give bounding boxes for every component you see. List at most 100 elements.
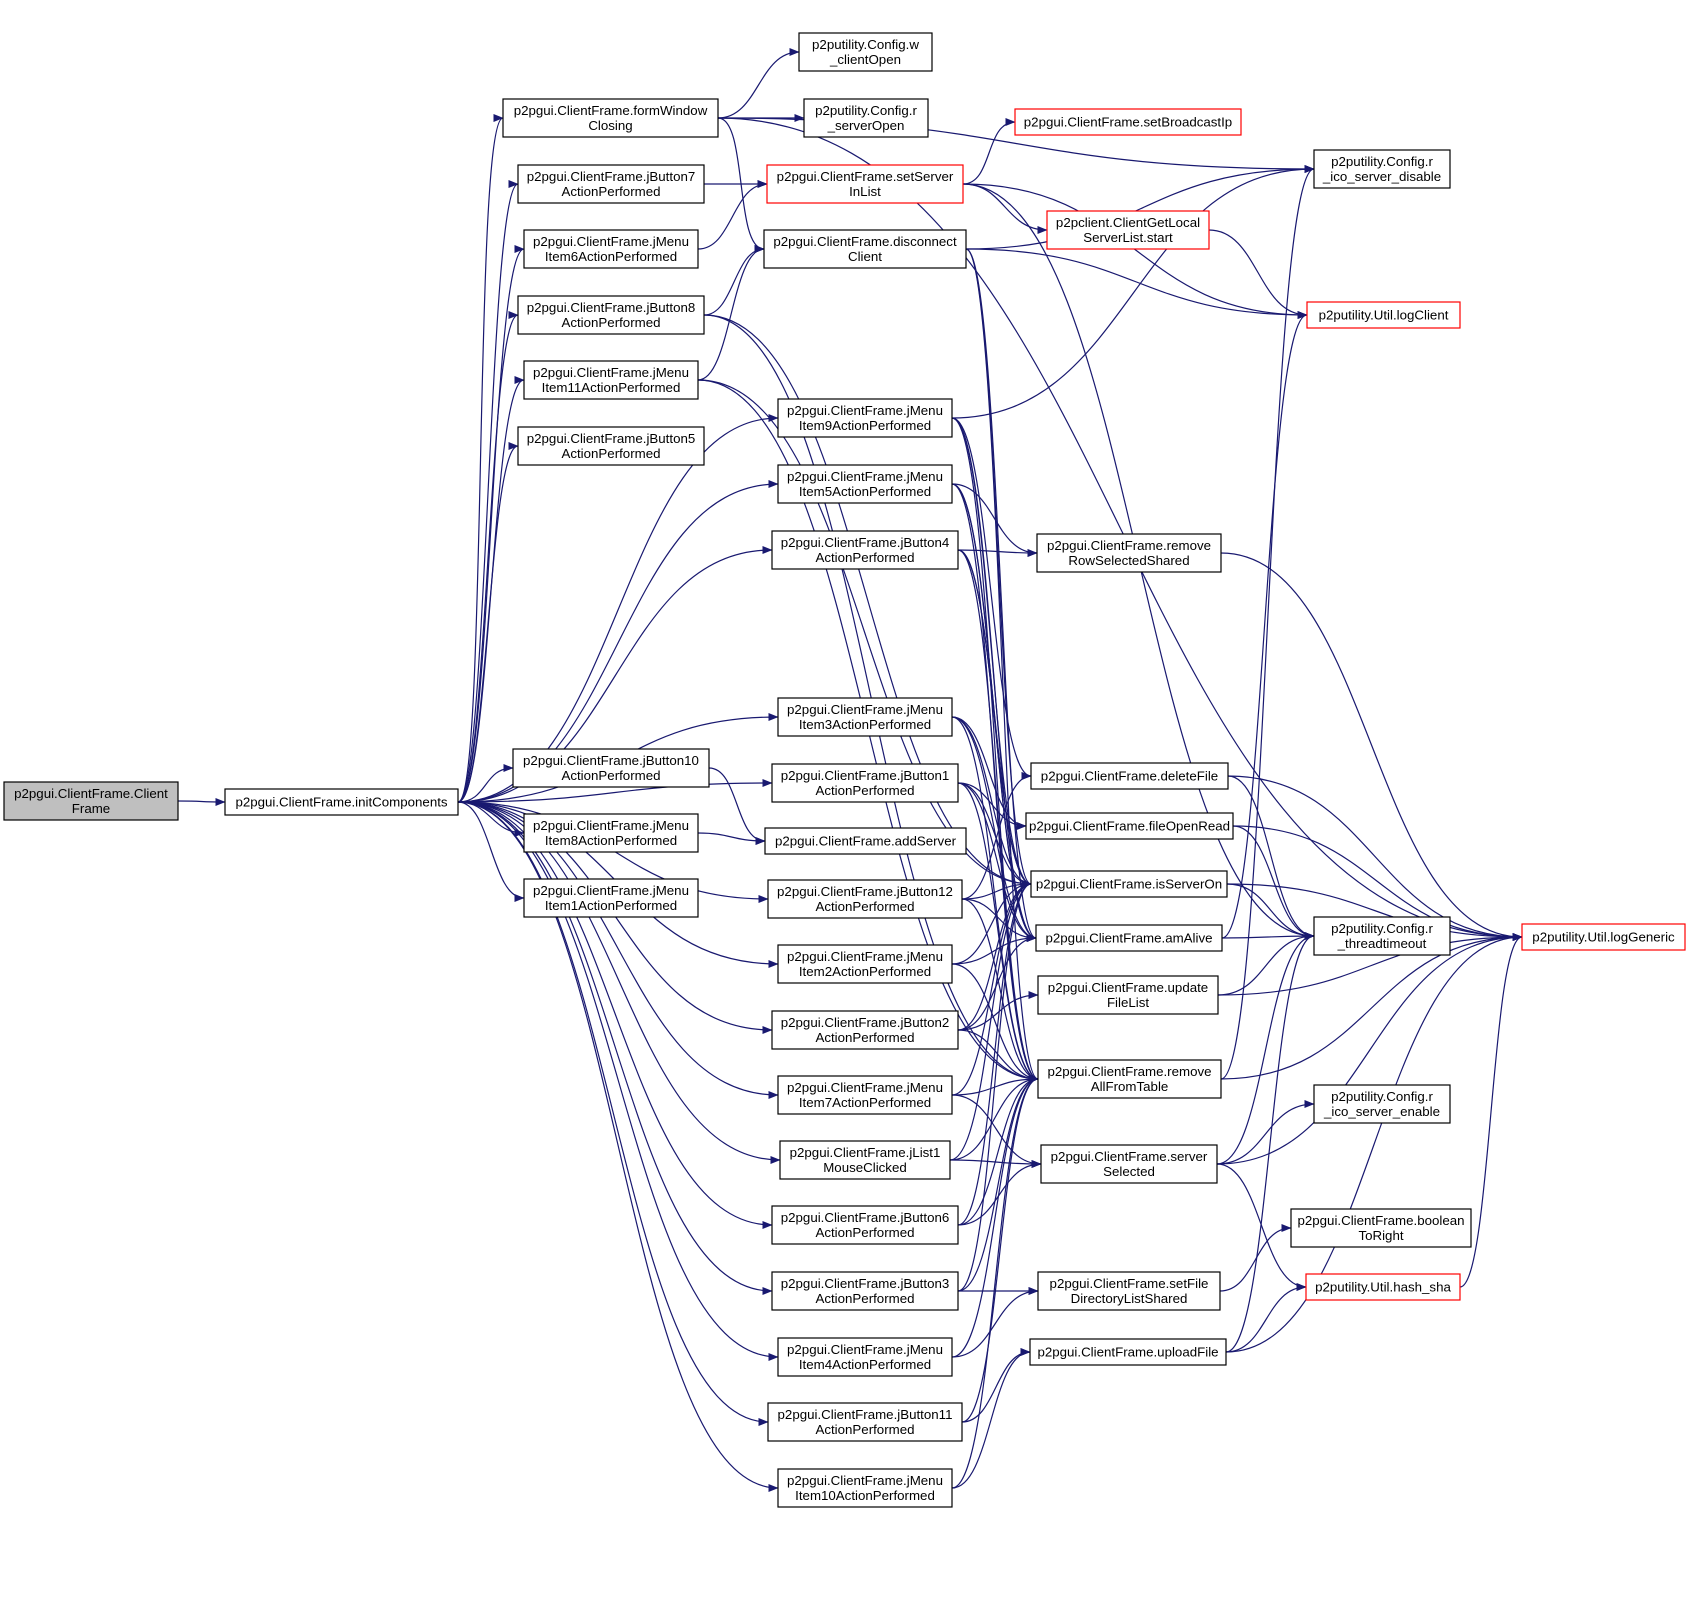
node-jbutton5[interactable]: p2pgui.ClientFrame.jButton5ActionPerform… <box>517 426 705 466</box>
edge-setfiledirectorylistshared-to-booleantoright <box>1219 1224 1292 1292</box>
node-jmenuitem11[interactable]: p2pgui.ClientFrame.jMenuItem11ActionPerf… <box>523 360 699 400</box>
node-setfiledirectorylistshared[interactable]: p2pgui.ClientFrame.setFileDirectoryListS… <box>1037 1271 1221 1311</box>
edge-jmenuitem6-to-setserverinlist <box>697 180 768 250</box>
edge-jmenuitem3-to-isserveron <box>951 716 1032 888</box>
node-jmenuitem10[interactable]: p2pgui.ClientFrame.jMenuItem10ActionPerf… <box>777 1468 953 1508</box>
node-removerowselectedshared[interactable]: p2pgui.ClientFrame.removeRowSelectedShar… <box>1036 533 1222 573</box>
edge-jmenuitem4-to-setfiledirectorylistshared <box>951 1287 1039 1358</box>
node-label-line: p2pgui.ClientFrame.jMenu <box>533 234 689 249</box>
edge-serverselected-to-config-r-threadtimeout <box>1216 932 1315 1165</box>
node-util-loggeneric[interactable]: p2putility.Util.logGeneric <box>1521 923 1686 951</box>
node-label-line: Client <box>848 249 882 264</box>
edge-jbutton2-to-amalive <box>957 934 1037 1031</box>
node-util-logclient[interactable]: p2putility.Util.logClient <box>1306 301 1461 329</box>
node-label-line: p2pgui.ClientFrame.setBroadcastIp <box>1024 115 1232 130</box>
edge-jmenuitem9-to-deletefile <box>951 417 1032 780</box>
node-label-line: ActionPerformed <box>561 184 660 199</box>
edge-clientgetlocalserverlist-to-util-logclient <box>1208 229 1308 319</box>
node-jmenuitem2[interactable]: p2pgui.ClientFrame.jMenuItem2ActionPerfo… <box>777 944 953 984</box>
node-jbutton1[interactable]: p2pgui.ClientFrame.jButton1ActionPerform… <box>771 763 959 803</box>
node-label-line: Item1ActionPerformed <box>545 898 677 913</box>
node-jbutton12[interactable]: p2pgui.ClientFrame.jButton12ActionPerfor… <box>767 879 963 919</box>
node-label-line: ActionPerformed <box>815 1030 914 1045</box>
node-box <box>1037 975 1219 1015</box>
node-box <box>1313 916 1451 956</box>
node-jbutton7[interactable]: p2pgui.ClientFrame.jButton7ActionPerform… <box>517 164 705 204</box>
node-jmenuitem1[interactable]: p2pgui.ClientFrame.jMenuItem1ActionPerfo… <box>523 878 699 918</box>
edge-jlist1-to-isserveron <box>949 880 1032 1161</box>
edge-initcomponents-to-jbutton3 <box>457 801 773 1295</box>
node-uploadfile[interactable]: p2pgui.ClientFrame.uploadFile <box>1029 1338 1227 1366</box>
edge-jmenuitem3-to-fileopenread <box>951 716 1027 830</box>
node-config-r-ico-server-enable[interactable]: p2putility.Config.r_ico_server_enable <box>1313 1084 1451 1124</box>
edge-jbutton1-to-fileopenread <box>957 782 1027 830</box>
node-config-r-ico-server-disable[interactable]: p2putility.Config.r_ico_server_disable <box>1313 149 1451 189</box>
node-label-line: p2pgui.ClientFrame.amAlive <box>1045 931 1212 946</box>
node-box <box>523 229 699 269</box>
node-clientframe[interactable]: p2pgui.ClientFrame.ClientFrame <box>3 781 179 821</box>
node-jmenuitem6[interactable]: p2pgui.ClientFrame.jMenuItem6ActionPerfo… <box>523 229 699 269</box>
edges-layer <box>177 48 1523 1492</box>
edge-initcomponents-to-jbutton1 <box>457 779 773 803</box>
node-amalive[interactable]: p2pgui.ClientFrame.amAlive <box>1035 924 1223 952</box>
node-jbutton2[interactable]: p2pgui.ClientFrame.jButton2ActionPerform… <box>771 1010 959 1050</box>
node-label-line: p2pgui.ClientFrame.addServer <box>775 834 957 849</box>
edge-initcomponents-to-jbutton6 <box>457 801 773 1229</box>
node-jmenuitem4[interactable]: p2pgui.ClientFrame.jMenuItem4ActionPerfo… <box>777 1337 953 1377</box>
node-box <box>1306 301 1461 329</box>
node-jmenuitem7[interactable]: p2pgui.ClientFrame.jMenuItem7ActionPerfo… <box>777 1075 953 1115</box>
node-box <box>1040 1144 1218 1184</box>
node-jmenuitem3[interactable]: p2pgui.ClientFrame.jMenuItem3ActionPerfo… <box>777 697 953 737</box>
node-jbutton4[interactable]: p2pgui.ClientFrame.jButton4ActionPerform… <box>771 530 959 570</box>
node-label-line: p2pgui.ClientFrame.server <box>1051 1149 1208 1164</box>
edge-jbutton1-to-amalive <box>957 782 1037 942</box>
node-jbutton10[interactable]: p2pgui.ClientFrame.jButton10ActionPerfor… <box>512 748 710 788</box>
node-isserveron[interactable]: p2pgui.ClientFrame.isServerOn <box>1030 870 1228 898</box>
node-fileopenread[interactable]: p2pgui.ClientFrame.fileOpenRead <box>1025 812 1234 840</box>
edge-initcomponents-to-jbutton7 <box>457 180 519 803</box>
edge-jmenuitem11-to-disconnectclient <box>697 245 765 381</box>
node-config-r-threadtimeout[interactable]: p2putility.Config.r_threadtimeout <box>1313 916 1451 956</box>
node-deletefile[interactable]: p2pgui.ClientFrame.deleteFile <box>1030 762 1229 790</box>
node-jmenuitem8[interactable]: p2pgui.ClientFrame.jMenuItem8ActionPerfo… <box>523 813 699 853</box>
node-jbutton3[interactable]: p2pgui.ClientFrame.jButton3ActionPerform… <box>771 1271 959 1311</box>
edge-deletefile-to-config-r-threadtimeout <box>1227 775 1315 940</box>
node-jmenuitem5[interactable]: p2pgui.ClientFrame.jMenuItem5ActionPerfo… <box>777 464 953 504</box>
node-setbroadcastip[interactable]: p2pgui.ClientFrame.setBroadcastIp <box>1014 108 1242 136</box>
node-label-line: p2pgui.ClientFrame.jMenu <box>533 365 689 380</box>
node-box <box>767 879 963 919</box>
node-jbutton8[interactable]: p2pgui.ClientFrame.jButton8ActionPerform… <box>517 295 705 335</box>
edge-jmenuitem4-to-removeallfromtable <box>951 1075 1039 1358</box>
node-label-line: p2pgui.ClientFrame.remove <box>1047 538 1211 553</box>
edge-jbutton6-to-isserveron <box>957 880 1032 1226</box>
node-util-hash-sha[interactable]: p2putility.Util.hash_sha <box>1305 1273 1461 1301</box>
node-label-line: ActionPerformed <box>815 783 914 798</box>
node-label-line: ServerList.start <box>1083 230 1173 245</box>
node-addserver[interactable]: p2pgui.ClientFrame.addServer <box>764 827 967 855</box>
node-config-w-clientopen[interactable]: p2putility.Config.w_clientOpen <box>798 32 933 72</box>
edge-jmenuitem2-to-isserveron <box>951 880 1032 965</box>
node-jbutton11[interactable]: p2pgui.ClientFrame.jButton11ActionPerfor… <box>767 1402 963 1442</box>
node-config-r-serveropen[interactable]: p2putility.Config.r_serverOpen <box>803 98 929 138</box>
edge-initcomponents-to-jbutton5 <box>457 442 519 803</box>
node-initcomponents[interactable]: p2pgui.ClientFrame.initComponents <box>224 788 459 816</box>
node-box <box>1014 108 1242 136</box>
node-box <box>771 1010 959 1050</box>
node-jbutton6[interactable]: p2pgui.ClientFrame.jButton6ActionPerform… <box>771 1205 959 1245</box>
node-label-line: p2pgui.ClientFrame.uploadFile <box>1037 1345 1218 1360</box>
node-jmenuitem9[interactable]: p2pgui.ClientFrame.jMenuItem9ActionPerfo… <box>777 398 953 438</box>
node-box <box>1035 924 1223 952</box>
node-box <box>777 1337 953 1377</box>
edge-formwindowclosing-to-config-w-clientopen <box>717 48 800 119</box>
node-label-line: p2pgui.ClientFrame.jButton2 <box>781 1015 950 1030</box>
node-box <box>777 697 953 737</box>
